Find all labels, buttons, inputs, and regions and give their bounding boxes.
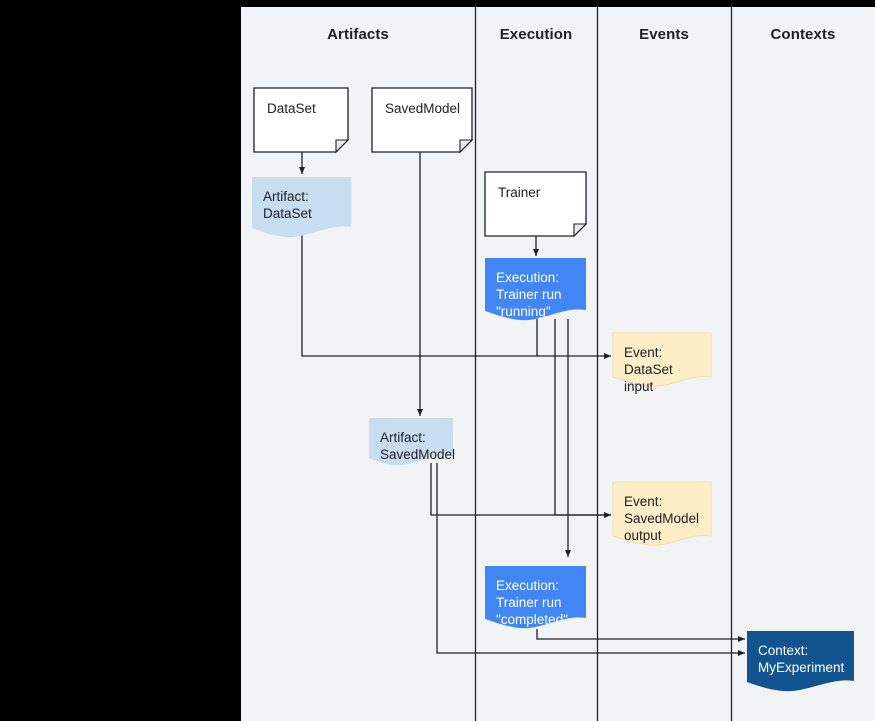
diagram-shapes-layer <box>252 7 854 721</box>
shape-artifact-dataset <box>252 177 351 238</box>
lane-title-artifacts: Artifacts <box>327 26 389 43</box>
lane-title-events: Events <box>639 26 689 43</box>
lane-dividers <box>474 7 733 721</box>
connector-execution-completed-to-context <box>536 629 745 642</box>
lane-title-contexts: Contexts <box>770 26 836 43</box>
note-shapes <box>252 177 854 692</box>
connector-artifact-savedmodel-to-event-output <box>430 463 611 516</box>
shape-event-savedmodel-output <box>612 481 712 546</box>
connector-artifact-dataset-to-event-input <box>301 235 611 359</box>
shape-execution-completed <box>485 566 586 629</box>
diagram-canvas: Artifacts Execution Events Contexts Data… <box>241 7 875 721</box>
shape-event-dataset-input <box>612 332 712 387</box>
shape-execution-running <box>485 258 586 321</box>
connectors <box>299 152 745 656</box>
fold-type-dataset <box>335 139 350 154</box>
shape-type-trainer <box>484 171 587 237</box>
connector-execution-running-to-event-output <box>554 319 611 518</box>
document-shapes <box>253 87 588 238</box>
shape-artifact-savedmodel <box>369 418 453 466</box>
fold-type-trainer <box>573 223 588 238</box>
shape-type-dataset <box>253 87 349 153</box>
lane-title-execution: Execution <box>499 26 573 43</box>
fold-type-savedmodel <box>459 139 474 154</box>
shape-context-myexperiment <box>747 631 854 692</box>
connector-artifact-savedmodel-to-context <box>436 463 745 656</box>
shape-type-savedmodel <box>371 87 473 153</box>
